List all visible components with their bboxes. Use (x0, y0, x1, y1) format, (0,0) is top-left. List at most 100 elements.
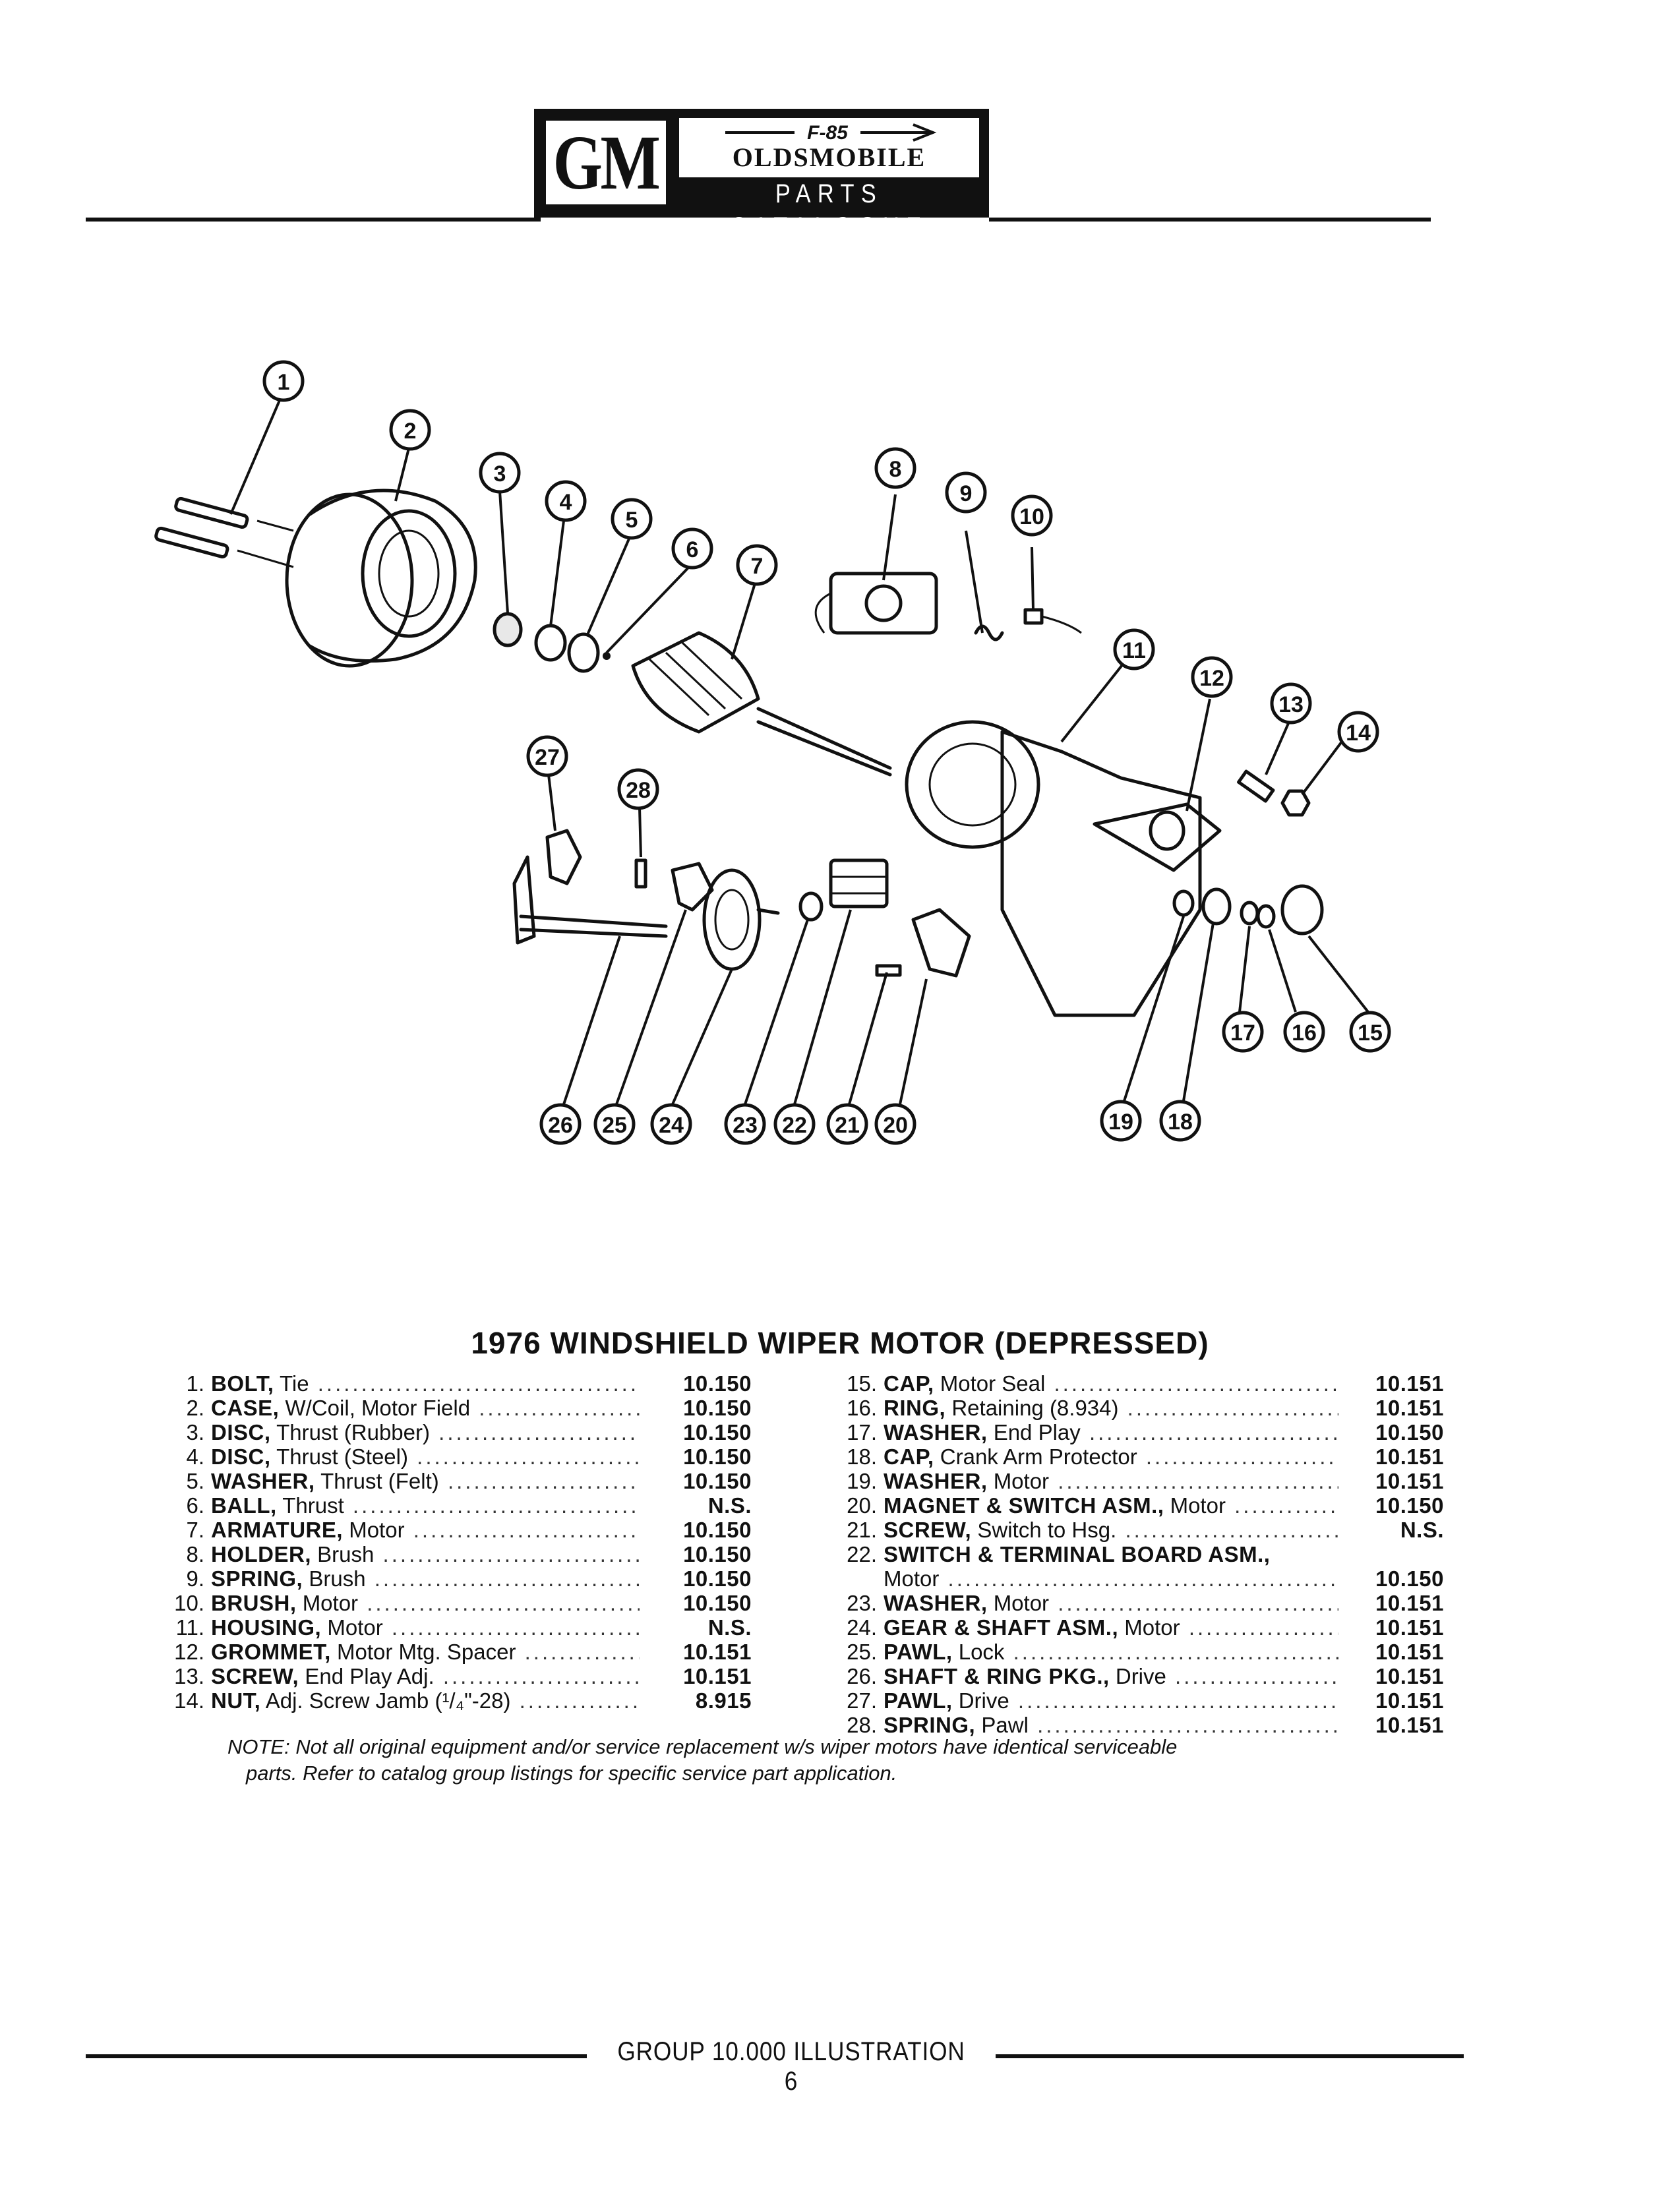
leader-dots: ........................................… (391, 1615, 640, 1640)
part-number: 7. (186, 1518, 204, 1542)
part-description: DISC, Thrust (Steel) ...................… (211, 1444, 640, 1469)
part-detail: Crank Arm Protector (940, 1444, 1137, 1469)
part-name: DISC, (211, 1444, 271, 1469)
svg-text:22: 22 (782, 1113, 807, 1138)
callout-7: 7 (736, 544, 778, 586)
parts-list-row: 8.HOLDER, Brush ........................… (158, 1542, 752, 1566)
leader-dots: ........................................… (1058, 1591, 1338, 1615)
leader-dots: ........................................… (1125, 1518, 1338, 1542)
part-description: WASHER, End Play .......................… (884, 1420, 1338, 1444)
part-number: 28. (847, 1713, 877, 1737)
part-name: GROMMET, (211, 1640, 331, 1664)
part-description: CAP, Crank Arm Protector ...............… (884, 1444, 1338, 1469)
part-name: DISC, (211, 1420, 271, 1444)
part-detail: Thrust (Felt) (320, 1469, 439, 1493)
leader-dots: ........................................… (417, 1444, 640, 1469)
callout-2: 2 (389, 409, 431, 451)
part-name: SCREW, (884, 1518, 972, 1542)
part-name: HOUSING, (211, 1615, 322, 1640)
part-name: SCREW, (211, 1664, 299, 1688)
part-detail: W/Coil, Motor Field (285, 1396, 471, 1420)
part-detail: Motor (993, 1469, 1050, 1493)
part-description: SPRING, Brush ..........................… (211, 1566, 640, 1591)
parts-list-row: 7.ARMATURE, Motor ......................… (158, 1518, 752, 1542)
footer-rule-left (86, 2054, 587, 2058)
catalog-reference: 10.151 (683, 1664, 752, 1688)
part-detail: Lock (958, 1640, 1005, 1664)
svg-text:1: 1 (278, 370, 290, 395)
svg-text:11: 11 (1122, 638, 1146, 663)
callout-3: 3 (479, 452, 521, 494)
part-name: MAGNET & SWITCH ASM., (884, 1493, 1164, 1518)
part-number: 13. (174, 1664, 204, 1688)
catalog-reference: 10.150 (1375, 1566, 1444, 1591)
part-detail: End Play (993, 1420, 1081, 1444)
part-number: 17. (847, 1420, 877, 1444)
part-description: WASHER, Motor ..........................… (884, 1469, 1338, 1493)
part-brush-holder (814, 572, 1082, 641)
svg-text:27: 27 (535, 745, 560, 770)
illustration-title: 1976 WINDSHIELD WIPER MOTOR (DEPRESSED) (471, 1326, 1209, 1360)
gm-logo-text: GM (553, 119, 661, 206)
parts-list-row: 20. MAGNET & SWITCH ASM., Motor .........… (831, 1493, 1444, 1518)
parts-list-row: 13.SCREW, End Play Adj. ................… (158, 1664, 752, 1688)
part-number: 22. (847, 1542, 877, 1566)
parts-list-row: 23.WASHER, Motor .......................… (831, 1591, 1444, 1615)
callout-20: 20 (874, 1103, 916, 1145)
part-name: SWITCH & TERMINAL BOARD ASM., (884, 1542, 1271, 1566)
svg-text:16: 16 (1292, 1021, 1317, 1046)
part-number: 21. (847, 1518, 877, 1542)
part-description: GROMMET, Motor Mtg. Spacer .............… (211, 1640, 640, 1664)
leader-dots: ........................................… (1234, 1493, 1338, 1518)
note-line-1: NOTE: Not all original equipment and/or … (227, 1735, 1178, 1758)
part-description: DISC, Thrust (Rubber) ..................… (211, 1420, 640, 1444)
catalog-reference: 10.150 (683, 1371, 752, 1396)
catalog-reference: N.S. (707, 1493, 752, 1518)
part-number: 14. (174, 1688, 204, 1713)
footer-label: GROUP 10.000 ILLUSTRATION 6 (617, 2037, 965, 2096)
part-detail: End Play Adj. (305, 1664, 435, 1688)
parts-list-row: 18.CAP, Crank Arm Protector ............… (831, 1444, 1444, 1469)
part-name: SPRING, (211, 1566, 303, 1591)
part-number: 5. (186, 1469, 204, 1493)
part-detail: Adj. Screw Jamb (¹/₄"-28) (265, 1688, 511, 1713)
part-number: 11. (175, 1615, 204, 1640)
svg-text:4: 4 (560, 490, 572, 515)
part-detail: Motor (884, 1566, 940, 1591)
part-detail: Retaining (8.934) (951, 1396, 1119, 1420)
part-description: MAGNET & SWITCH ASM., Motor ............… (884, 1493, 1338, 1518)
part-description: BOLT, Tie ..............................… (211, 1371, 640, 1396)
brand-logo-text: F-85 (807, 122, 849, 144)
part-detail: Motor (302, 1591, 359, 1615)
callout-22: 22 (773, 1103, 816, 1145)
leader-dots: ........................................… (1013, 1640, 1338, 1664)
leader-dots: ........................................… (1145, 1444, 1338, 1469)
svg-text:17: 17 (1230, 1021, 1255, 1046)
callout-1: 1 (262, 360, 305, 402)
part-tie-bolts (154, 496, 294, 568)
parts-list-right: 15.CAP, Motor Seal .....................… (831, 1371, 1444, 1737)
svg-text:9: 9 (960, 481, 973, 506)
parts-list-row: 16.RING, Retaining (8.934) .............… (831, 1396, 1444, 1420)
part-number: 19. (847, 1469, 877, 1493)
catalog-reference: 10.150 (683, 1469, 752, 1493)
svg-text:26: 26 (548, 1113, 573, 1138)
part-number: 3. (186, 1420, 204, 1444)
parts-list-row: 11.HOUSING, Motor ......................… (158, 1615, 752, 1640)
part-number: 2. (186, 1396, 204, 1420)
svg-text:8: 8 (889, 457, 902, 482)
leader-dots: ........................................… (352, 1493, 640, 1518)
catalog-reference: 10.150 (683, 1542, 752, 1566)
leader-dots: ........................................… (367, 1591, 640, 1615)
part-description: RING, Retaining (8.934) ................… (884, 1396, 1338, 1420)
part-detail: Thrust (282, 1493, 344, 1518)
part-number: 10. (174, 1591, 204, 1615)
parts-list-row: 10.BRUSH, Motor ........................… (158, 1591, 752, 1615)
part-detail: Motor (1170, 1493, 1226, 1518)
callout-24: 24 (650, 1103, 692, 1145)
leader-dots: ........................................… (1054, 1371, 1339, 1396)
part-number: 20. (847, 1493, 877, 1518)
svg-text:3: 3 (494, 461, 506, 487)
part-number: 24. (847, 1615, 877, 1640)
parts-list-row: 17. WASHER, End Play ....................… (831, 1420, 1444, 1444)
